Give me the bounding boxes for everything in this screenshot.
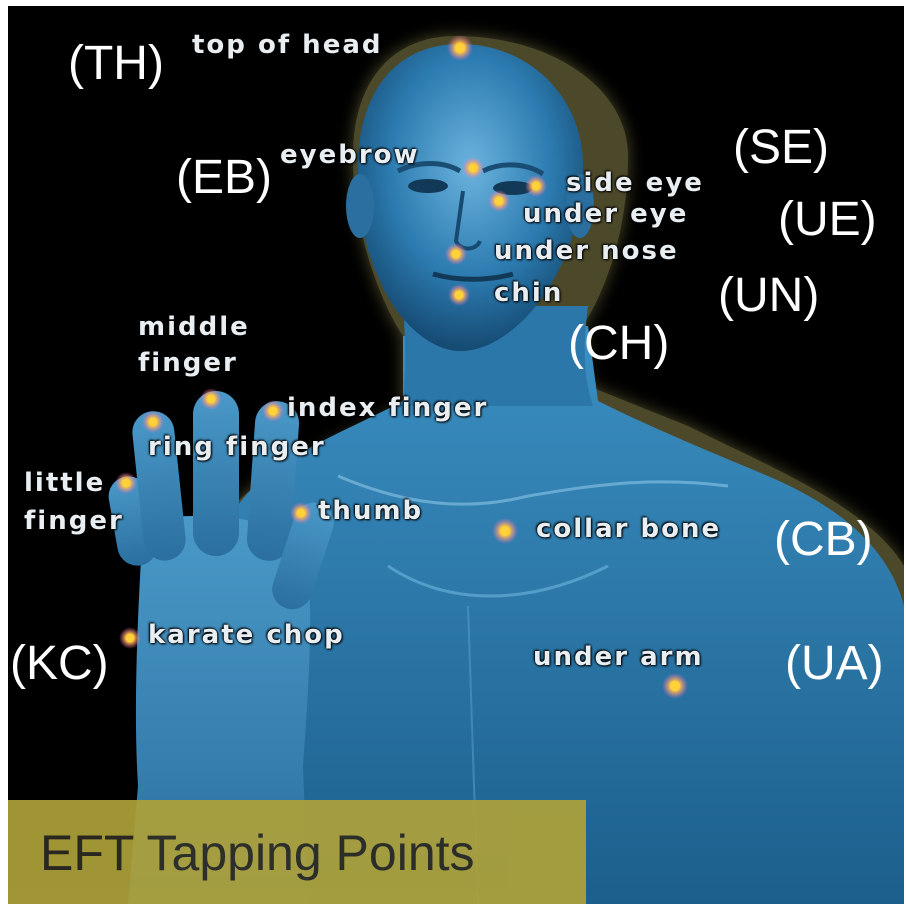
label-top-of-head: top of head <box>192 32 382 58</box>
label-side-eye: side eye <box>566 170 704 196</box>
label-under-nose: under nose <box>494 238 679 264</box>
abbr-th: (TH) <box>68 40 164 88</box>
abbr-ch: (CH) <box>568 320 669 368</box>
abbr-un: (UN) <box>718 272 819 320</box>
abbr-se: (SE) <box>733 124 829 172</box>
label-under-arm: under arm <box>533 644 704 670</box>
label-karate-chop: karate chop <box>148 622 345 648</box>
abbr-ua: (UA) <box>785 640 884 688</box>
label-thumb: thumb <box>318 498 423 524</box>
title-banner: EFT Tapping Points <box>8 800 586 904</box>
label-collar-bone: collar bone <box>536 516 721 542</box>
label-middle-finger-line1: middle <box>138 314 250 340</box>
label-chin: chin <box>494 280 563 306</box>
abbr-eb: (EB) <box>176 154 272 202</box>
abbr-ue: (UE) <box>778 196 877 244</box>
diagram-title: EFT Tapping Points <box>40 828 475 878</box>
abbr-kc: (KC) <box>10 640 109 688</box>
label-middle-finger-line2: finger <box>138 350 238 376</box>
abbr-cb: (CB) <box>774 516 873 564</box>
label-eyebrow: eyebrow <box>280 142 420 168</box>
left-eye <box>408 179 448 193</box>
label-little-finger-line1: little <box>24 470 105 496</box>
label-under-eye: under eye <box>523 201 688 227</box>
left-ear <box>346 174 374 238</box>
label-ring-finger: ring finger <box>148 434 326 460</box>
label-index-finger: index finger <box>287 395 488 421</box>
label-little-finger-line2: finger <box>24 508 124 534</box>
